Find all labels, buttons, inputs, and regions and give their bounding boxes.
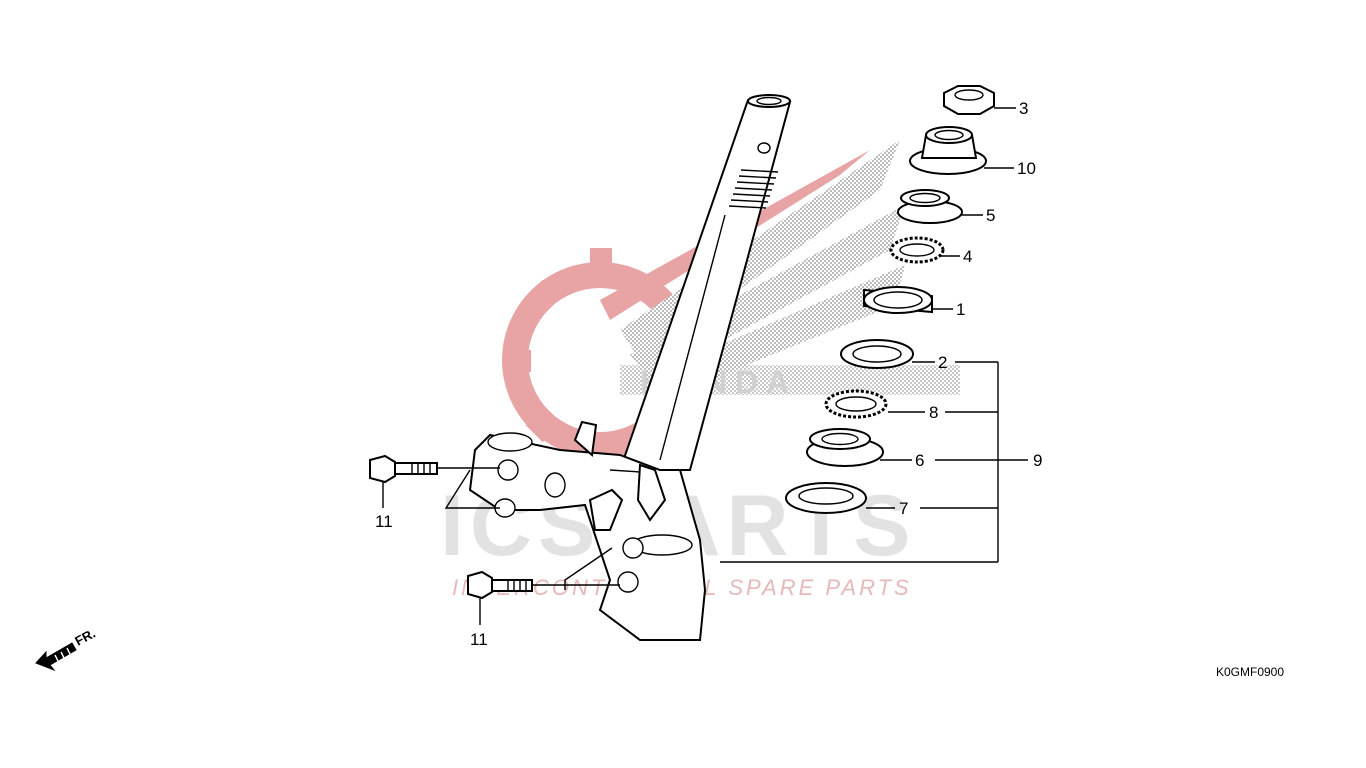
callout-11-lower: 11 xyxy=(470,630,488,649)
bolt-lower xyxy=(467,570,620,600)
callout-1: 1 xyxy=(956,300,965,319)
part-2-race xyxy=(840,339,914,369)
callout-2: 2 xyxy=(938,353,947,372)
callout-6: 6 xyxy=(915,451,924,470)
bottom-bridge xyxy=(468,420,707,641)
callout-11-upper: 11 xyxy=(375,512,393,531)
callout-4: 4 xyxy=(963,247,972,266)
callouts: 3 10 5 4 1 2 8 6 9 7 11 11 xyxy=(375,99,1042,649)
steering-stem xyxy=(618,94,792,471)
part-4-ball-retainer xyxy=(889,236,945,264)
callout-9: 9 xyxy=(1033,451,1042,470)
part-5-cone-race xyxy=(897,189,963,224)
leader-lines xyxy=(382,107,1028,625)
diagram-code: K0GMF0900 xyxy=(1216,665,1284,679)
front-direction-marker: FR. xyxy=(35,626,98,672)
callout-3: 3 xyxy=(1019,99,1028,118)
callout-5: 5 xyxy=(986,206,995,225)
front-marker-label: FR. xyxy=(72,626,98,649)
part-8-ball-retainer xyxy=(824,389,888,419)
part-6-cone-race xyxy=(806,428,884,467)
part-3-nut xyxy=(943,85,995,115)
bolt-upper xyxy=(369,454,500,484)
part-1-race xyxy=(863,286,933,314)
part-10-locknut xyxy=(909,126,987,175)
callout-7: 7 xyxy=(899,499,908,518)
part-7-dust-seal xyxy=(785,482,867,514)
callout-10: 10 xyxy=(1017,159,1036,178)
callout-8: 8 xyxy=(929,403,938,422)
